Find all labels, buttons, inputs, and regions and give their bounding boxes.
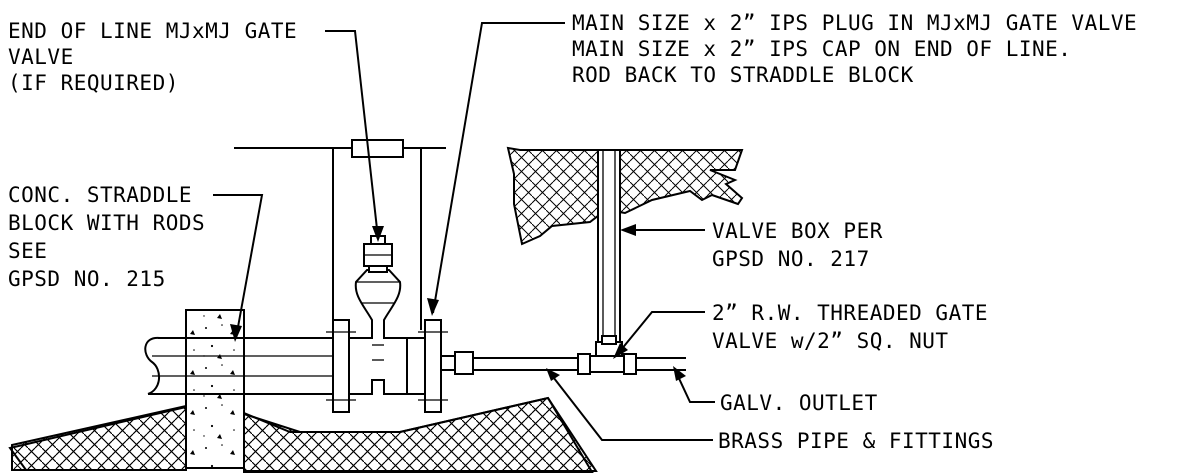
label-line: 2” R.W. THREADED GATE <box>712 301 988 325</box>
leader-galv-outlet <box>675 371 715 403</box>
label-line: VALVE BOX PER <box>712 219 883 243</box>
label-galv-outlet: GALV. OUTLET <box>720 391 878 415</box>
label-line: MAIN SIZE x 2” IPS CAP ON END OF LINE. <box>572 37 1071 61</box>
label-line: END OF LINE MJxMJ GATE <box>8 19 297 43</box>
ground-earth-right <box>243 396 598 472</box>
label-line: GPSD NO. 215 <box>8 267 166 291</box>
ground-earth-left <box>8 405 187 471</box>
label-brass-pipe: BRASS PIPE & FITTINGS <box>718 429 994 453</box>
upper-earth <box>506 146 604 246</box>
label-valve-box: VALVE BOX PER GPSD NO. 217 <box>712 219 896 271</box>
gate-valve-body <box>348 269 408 395</box>
flange-left <box>332 319 350 413</box>
tee-fitting <box>589 355 625 373</box>
valve-box-lid <box>351 139 404 158</box>
label-line: BLOCK WITH RODS <box>8 211 205 235</box>
arrowhead <box>230 324 242 342</box>
label-line: VALVE <box>8 45 74 69</box>
arrowhead <box>673 366 686 381</box>
leader-main-size <box>432 22 565 314</box>
arrowhead <box>372 226 384 242</box>
valve-box-riser <box>597 149 621 351</box>
square-nut <box>601 335 617 345</box>
main-pipe-break <box>144 336 161 395</box>
label-threaded-gate-valve: 2” R.W. THREADED GATE VALVE w/2” SQ. NUT <box>712 301 1001 353</box>
arrowhead <box>427 298 439 316</box>
label-line: ROD BACK TO STRADDLE BLOCK <box>572 63 914 87</box>
upper-earth-right <box>618 149 744 215</box>
brass-coupling <box>454 351 474 375</box>
label-line: GPSD NO. 217 <box>712 247 870 271</box>
label-line: (IF REQUIRED) <box>8 71 179 95</box>
arrowhead <box>620 224 636 236</box>
label-end-of-line-valve: END OF LINE MJxMJ GATE VALVE (IF REQUIRE… <box>8 19 310 95</box>
brass-coupling <box>577 353 591 375</box>
arrowhead <box>546 368 560 381</box>
plug-body <box>406 337 426 395</box>
leader-threaded-gate-valve <box>615 311 705 357</box>
leader-brass-pipe <box>549 372 713 441</box>
label-line: VALVE w/2” SQ. NUT <box>712 329 949 353</box>
label-line: CONC. STRADDLE <box>8 183 192 207</box>
label-line: SEE <box>8 239 47 263</box>
leader-straddle-block <box>213 194 264 339</box>
label-main-size: MAIN SIZE x 2” IPS PLUG IN MJxMJ GATE VA… <box>572 11 1150 87</box>
label-straddle-block: CONC. STRADDLE BLOCK WITH RODS SEE GPSD … <box>8 183 218 291</box>
brass-coupling <box>623 353 637 375</box>
label-line: MAIN SIZE x 2” IPS PLUG IN MJxMJ GATE VA… <box>572 11 1137 35</box>
valve-stem <box>368 265 388 273</box>
leader-end-of-line-valve <box>325 30 379 239</box>
arrowhead <box>613 343 628 359</box>
flange-right <box>424 319 442 413</box>
